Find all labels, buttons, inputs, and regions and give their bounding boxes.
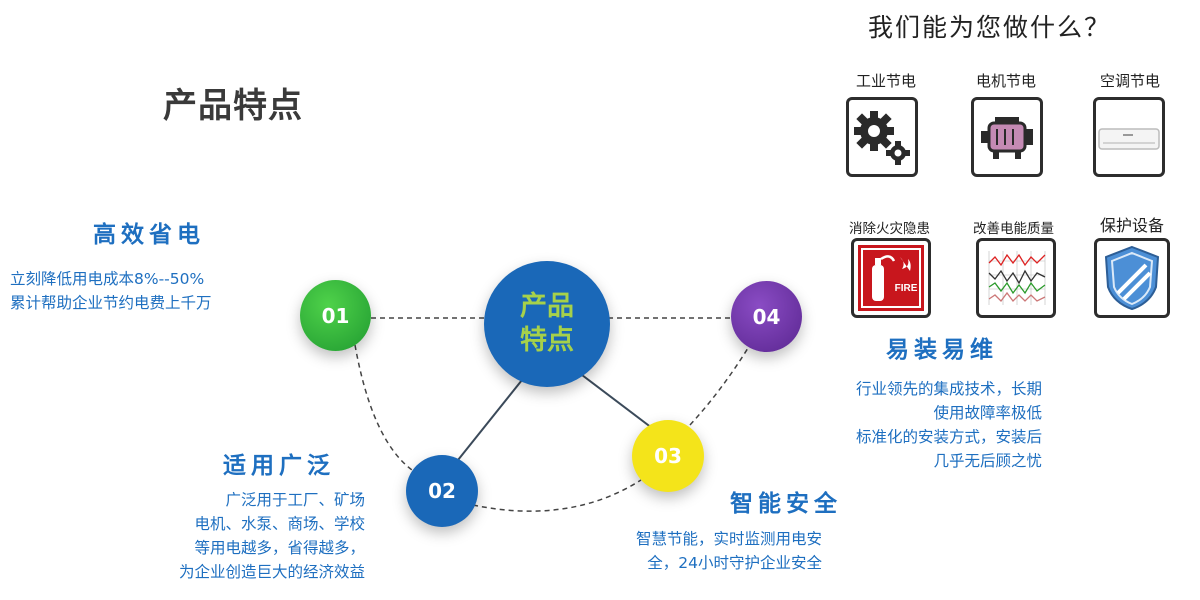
- shield-icon: [1104, 245, 1160, 311]
- feature-2-line: 电机、水泵、商场、学校: [194, 515, 365, 533]
- feature-4-line: 标准化的安装方式，安装后: [855, 428, 1042, 446]
- service-label-fire: 消除火灾隐患: [849, 221, 930, 237]
- node-04-label: 04: [752, 304, 781, 329]
- feature-4-line: 几乎无后顾之忧: [933, 452, 1042, 470]
- service-fire: FIRE: [851, 238, 931, 318]
- node-02: 02: [406, 455, 478, 527]
- feature-1-title: 高效省电: [93, 222, 205, 248]
- service-label-protect: 保护设备: [1100, 216, 1165, 235]
- service-label-power-quality: 改善电能质量: [973, 221, 1054, 237]
- gears-icon: [854, 111, 910, 165]
- service-label-ac: 空调节电: [1100, 72, 1161, 90]
- feature-1-line: 累计帮助企业节约电费上千万: [10, 294, 212, 312]
- help-section-title: 我们能为您做什么？: [868, 13, 1112, 42]
- feature-4-desc: 行业领先的集成技术，长期 使用故障率极低 标准化的安装方式，安装后 几乎无后顾之…: [856, 377, 1042, 473]
- feature-2-line: 为企业创造巨大的经济效益: [178, 563, 365, 581]
- fire-extinguisher-icon: FIRE: [858, 245, 924, 311]
- feature-3-title: 智能安全: [730, 491, 842, 517]
- feature-1-desc: 立刻降低用电成本8%--50% 累计帮助企业节约电费上千万: [10, 267, 212, 315]
- feature-3-line: 全，24小时守护企业安全: [647, 554, 823, 572]
- service-ac: [1093, 97, 1165, 177]
- page-title: 产品特点: [163, 86, 303, 126]
- center-node: 产品 特点: [484, 261, 610, 387]
- service-label-motor: 电机节电: [976, 72, 1037, 90]
- node-03: 03: [632, 420, 704, 492]
- motor-icon: [981, 117, 1033, 159]
- node-01: 01: [300, 280, 371, 351]
- service-power-quality: [976, 238, 1056, 318]
- feature-2-line: 等用电越多，省得越多，: [194, 539, 365, 557]
- service-motor: [971, 97, 1043, 177]
- feature-4-line: 行业领先的集成技术，长期: [855, 380, 1042, 398]
- feature-3-desc: 智慧节能，实时监测用电安 全，24小时守护企业安全: [636, 527, 822, 575]
- node-02-label: 02: [428, 479, 456, 503]
- air-conditioner-icon: [1098, 128, 1160, 150]
- feature-1-line: 立刻降低用电成本8%--50%: [10, 270, 205, 288]
- waveform-chart-icon: [983, 245, 1049, 311]
- feature-2-line: 广泛用于工厂、矿场: [225, 491, 365, 509]
- node-03-label: 03: [654, 444, 682, 468]
- service-label-industrial: 工业节电: [856, 72, 917, 90]
- feature-2-title: 适用广泛: [223, 453, 335, 479]
- node-04: 04: [731, 281, 802, 352]
- feature-3-line: 智慧节能，实时监测用电安: [636, 530, 823, 548]
- feature-4-title: 易装易维: [886, 337, 998, 363]
- service-protect: [1094, 238, 1170, 318]
- center-label: 产品 特点: [520, 291, 574, 356]
- node-01-label: 01: [321, 303, 350, 328]
- service-industrial: [846, 97, 918, 177]
- feature-2-desc: 广泛用于工厂、矿场 电机、水泵、商场、学校 等用电越多，省得越多， 为企业创造巨…: [179, 488, 365, 584]
- fire-sign-text: FIRE: [895, 283, 918, 294]
- feature-4-line: 使用故障率极低: [933, 404, 1042, 422]
